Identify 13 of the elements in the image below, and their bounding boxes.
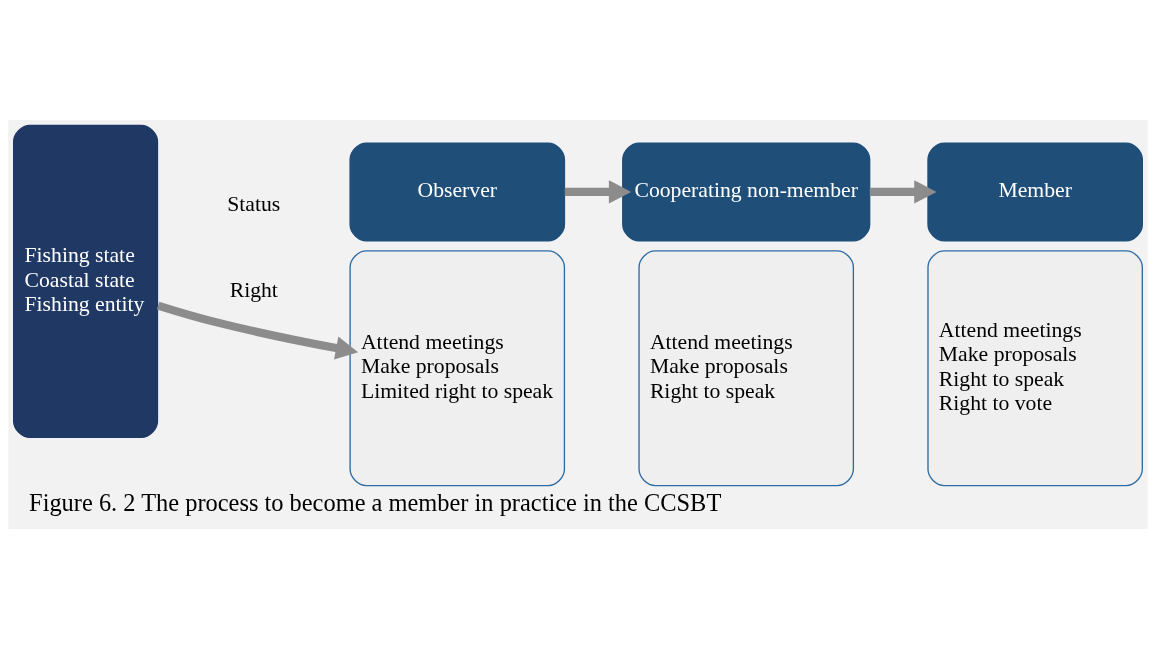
node-box: Fishing state Coastal state Fishing entity (13, 124, 159, 438)
node-box: Member (927, 141, 1143, 241)
node-box: Attend meetings Make proposals Right to speak Right to vote (927, 249, 1143, 486)
arrow (564, 179, 632, 204)
node-box: Cooperating non-member (622, 141, 871, 241)
caption: Figure 6. 2 The process to become a member in practice in the CCSBT (29, 488, 722, 516)
label: Status (227, 191, 281, 216)
node-box: Attend meetings Make proposals Limited right to speak (349, 249, 566, 486)
node-box: Attend meetings Make proposals Right to speak (638, 249, 855, 486)
arrow (869, 179, 937, 204)
node-box: Observer (349, 141, 566, 241)
label: Right (229, 277, 278, 302)
arrow (156, 301, 359, 360)
